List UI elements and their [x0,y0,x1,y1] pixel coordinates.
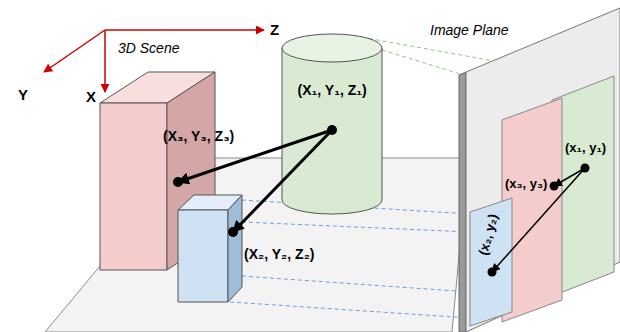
point-coordinates: (X₂, Y₂, Z₂) [244,246,315,262]
shape-face [100,103,167,270]
projection-lines [230,200,470,318]
point-coordinates: (X₁, Y₁, Z₁) [298,82,367,98]
point-coordinates: (x₁, y₁) [565,140,606,155]
projection-arrow [554,168,585,186]
shape-face [282,34,382,62]
projection-arrow [233,130,332,232]
axis-label: Y [18,86,28,103]
point-marker [488,268,497,277]
y-axis [44,30,105,72]
point-coordinates: (x₃, y₃) [505,176,547,191]
projection-arrow [178,130,332,182]
shape-face [470,198,512,326]
point-coordinates: Image Plane [430,22,509,38]
point-marker [550,182,559,191]
point-coordinates: (X₃, Y₃, Z₃) [163,128,234,144]
z-axis [105,29,264,31]
shape-face [178,210,228,302]
axis-label: Z [270,21,279,38]
point-marker [581,164,590,173]
image-plane: Image Plane (x₁, y₁) (x₃, y₃) (x₂, y₂) [425,15,620,332]
point-marker [173,177,183,187]
cylinder-object: (X₁, Y₁, Z₁) [276,30,388,220]
blue-box-object: (X₂, Y₂, Z₂) [174,192,364,306]
x-axis [104,30,106,92]
axis-label: X [86,88,96,105]
scene-title: 3D Scene [118,40,179,56]
shape-face [282,48,382,214]
shape-face [228,195,242,302]
cylinder-object-outline [276,30,388,220]
point-marker [327,125,337,135]
shape-face [459,72,466,332]
projection-arrow [492,168,585,272]
projected-region: (x₂, y₂) [470,198,512,326]
shape-face [466,8,620,332]
point-marker [228,227,238,237]
